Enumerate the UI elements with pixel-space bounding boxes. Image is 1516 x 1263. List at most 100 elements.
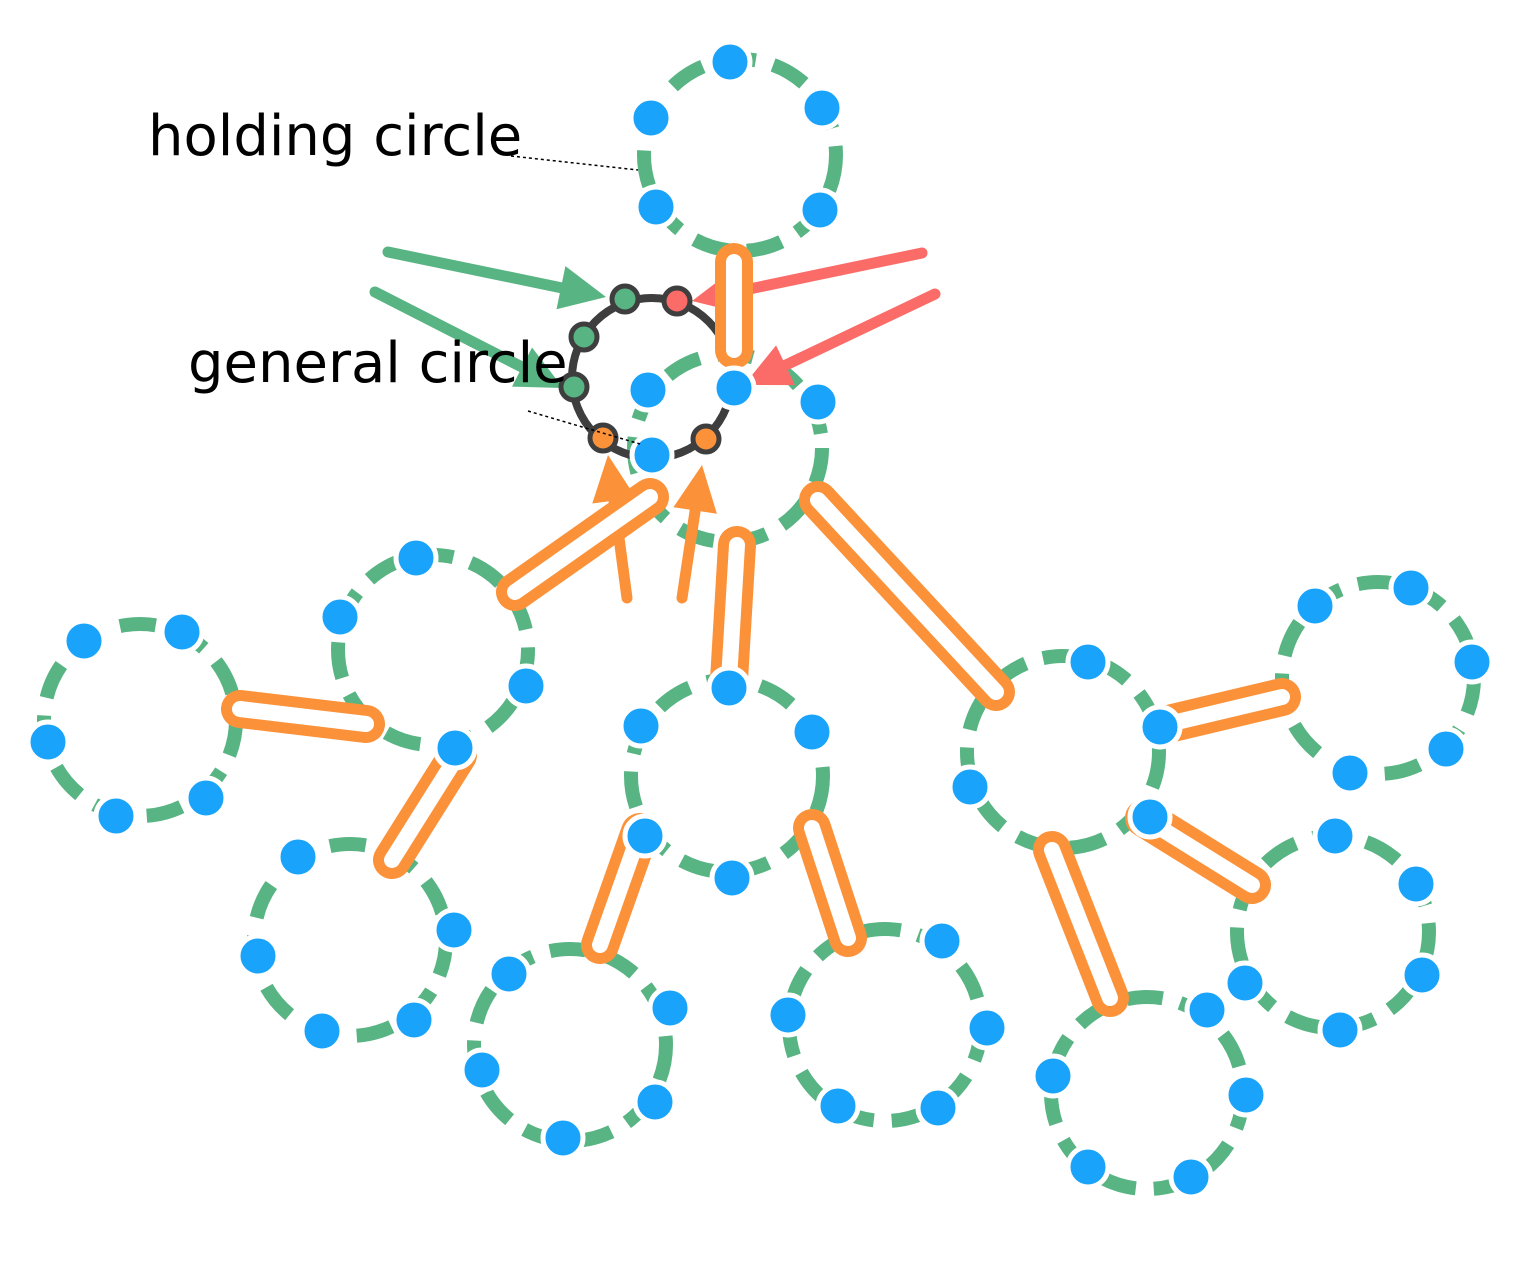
- node-bottom-mid-right-3: [964, 1005, 1010, 1051]
- holding-circle-bottom-mid-left: [467, 942, 673, 1148]
- node-top-1: [707, 39, 753, 85]
- node-bottom-mid-left-2: [647, 985, 693, 1031]
- node-bottom-mid-left-1: [486, 951, 532, 997]
- node-bottom-mid-left-4: [632, 1079, 678, 1125]
- node-top-2: [628, 95, 674, 141]
- arrow-red-1-shaft: [731, 247, 928, 298]
- general-leader-line: [527, 410, 641, 445]
- node-top-5: [797, 187, 843, 233]
- node-center-2: [795, 379, 841, 425]
- node-right-low-4: [1222, 960, 1268, 1006]
- node-bottom-mid-right-4: [815, 1083, 861, 1129]
- node-far-left-4: [93, 793, 139, 839]
- node-mid-1: [618, 703, 664, 749]
- general-port-green-1: [609, 283, 641, 315]
- general-port-green-3: [568, 321, 600, 353]
- node-right-mid-1: [1065, 639, 1111, 685]
- node-left-mid-1: [393, 535, 439, 581]
- arrow-green-1-shaft: [382, 246, 567, 294]
- holding-circle-label: holding circle: [148, 104, 522, 169]
- arrow-red-2-shaft: [780, 288, 941, 371]
- node-center-4: [711, 365, 757, 411]
- node-far-left-5: [183, 775, 229, 821]
- node-right-low-5: [1317, 1007, 1363, 1053]
- link-11: [1033, 831, 1129, 1017]
- arrow-red-2: [744, 288, 941, 386]
- general-port-red-2: [661, 285, 693, 317]
- node-far-left-1: [61, 618, 107, 664]
- holding-circle-right-mid: [960, 649, 1166, 855]
- link-2-inner: [507, 489, 658, 600]
- arrow-green-1: [382, 246, 606, 310]
- arrow-red-2-head: [744, 345, 795, 386]
- node-mid-2: [789, 709, 835, 755]
- node-far-right-top-4: [1327, 750, 1373, 796]
- node-left-mid-4: [432, 725, 478, 771]
- link-8-inner: [804, 820, 856, 946]
- node-far-right-top-5: [1423, 726, 1469, 772]
- holding-circle-right-low: [1230, 829, 1436, 1035]
- arrow-green-2-head: [512, 347, 563, 388]
- link-6-inner: [384, 747, 466, 868]
- general-port-orange-6: [587, 422, 619, 454]
- general-port-green-4: [558, 371, 590, 403]
- arrow-green-2: [369, 286, 563, 388]
- arrow-green-2-shaft: [369, 286, 528, 373]
- arrow-orange-2-head: [673, 465, 717, 514]
- node-bottom-mid-right-5: [915, 1085, 961, 1131]
- node-bottom-right-3: [1223, 1072, 1269, 1118]
- link-3-inner: [721, 537, 745, 688]
- node-center-3: [629, 432, 675, 478]
- node-center-1: [625, 367, 671, 413]
- link-6: [373, 736, 477, 879]
- arrow-orange-2: [673, 465, 717, 604]
- node-right-mid-4: [1127, 794, 1173, 840]
- node-right-low-3: [1399, 952, 1445, 998]
- node-top-4: [633, 184, 679, 230]
- node-far-left-2: [159, 609, 205, 655]
- node-left-low-2: [431, 907, 477, 953]
- leader-lines-layer: [510, 155, 641, 445]
- link-2: [496, 478, 669, 611]
- link-5-inner: [232, 701, 374, 732]
- node-bottom-right-5: [1168, 1154, 1214, 1200]
- node-far-left-3: [25, 719, 71, 765]
- node-right-low-1: [1312, 813, 1358, 859]
- link-11-inner: [1044, 842, 1118, 1006]
- general-port-orange-8: [690, 423, 722, 455]
- holding-circles-layer: [37, 52, 1481, 1196]
- node-right-mid-3: [1137, 704, 1183, 750]
- node-left-low-5: [391, 997, 437, 1043]
- node-right-mid-2: [947, 764, 993, 810]
- node-mid-5: [706, 665, 752, 711]
- arrow-orange-1-head: [592, 455, 636, 504]
- general-circle-label: general circle: [188, 331, 568, 396]
- link-8: [793, 809, 867, 957]
- node-right-low-2: [1393, 861, 1439, 907]
- node-bottom-right-4: [1065, 1144, 1111, 1190]
- node-far-right-top-1: [1292, 583, 1338, 629]
- node-bottom-mid-right-2: [765, 992, 811, 1038]
- node-bottom-mid-right-1: [919, 918, 965, 964]
- holding-leader-line: [510, 155, 639, 171]
- labels-layer: holding circle general circle: [148, 104, 568, 396]
- link-3: [710, 526, 756, 699]
- node-left-low-3: [235, 933, 281, 979]
- link-5: [221, 690, 385, 743]
- arrow-green-1-head: [556, 266, 606, 310]
- node-bottom-right-1: [1184, 987, 1230, 1033]
- node-mid-4: [709, 855, 755, 901]
- node-bottom-right-2: [1030, 1053, 1076, 1099]
- node-mid-3: [622, 813, 668, 859]
- node-left-mid-3: [503, 663, 549, 709]
- node-left-low-1: [275, 834, 321, 880]
- node-far-right-top-2: [1388, 565, 1434, 611]
- nodes-layer: [25, 39, 1495, 1200]
- node-bottom-mid-left-5: [540, 1115, 586, 1161]
- arrow-orange-2-shaft: [676, 504, 701, 604]
- node-left-low-4: [299, 1008, 345, 1054]
- node-bottom-mid-left-3: [459, 1047, 505, 1093]
- node-far-right-top-3: [1449, 639, 1495, 685]
- link-4-inner: [810, 492, 1004, 700]
